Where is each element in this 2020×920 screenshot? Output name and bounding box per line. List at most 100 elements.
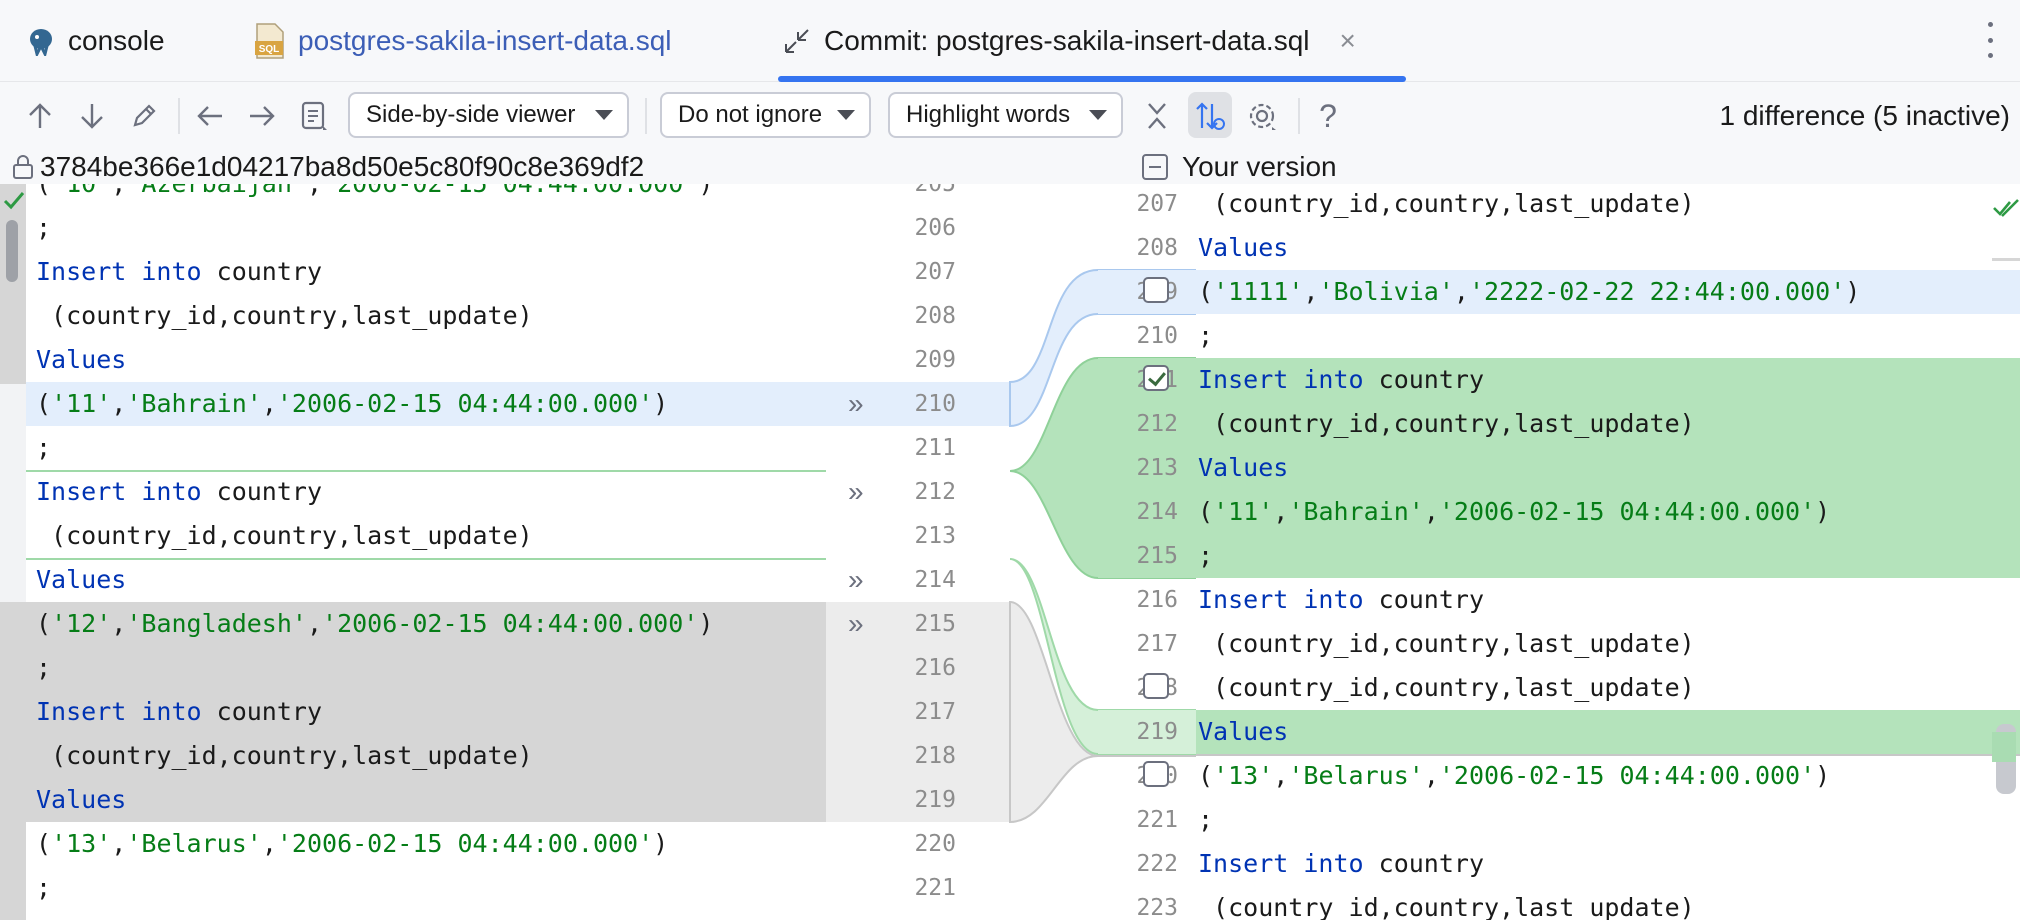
arrow-up-icon[interactable] xyxy=(20,96,60,136)
code-line: (country_id,country,last_update) xyxy=(36,301,533,330)
right-code-lines: (country_id,country,last_update) Values ('… xyxy=(1198,184,1860,920)
code-line: Values xyxy=(1198,453,1289,482)
apply-change-icon[interactable]: » xyxy=(848,564,864,595)
code-line: (country_id,country,last_update) xyxy=(1198,673,1695,702)
code-line: ('13','Belarus','2006-02-15 04:44:00.000… xyxy=(1198,761,1831,790)
line-number: 210 xyxy=(1136,323,1178,349)
right-title: Your version xyxy=(1182,151,1337,182)
sql-file-icon: SQL xyxy=(254,23,286,59)
commit-arrows-icon xyxy=(782,26,812,56)
arrow-down-icon[interactable] xyxy=(72,96,112,136)
inserted-gutter-bg-right xyxy=(1098,710,1196,754)
line-number: 222 xyxy=(1136,851,1178,877)
include-change-checkbox[interactable] xyxy=(1143,277,1169,303)
code-line: Values xyxy=(1198,233,1289,262)
line-number: 217 xyxy=(1136,631,1178,657)
code-line: Values xyxy=(1198,717,1289,746)
toolbar-separator xyxy=(178,98,180,134)
help-icon[interactable]: ? xyxy=(1319,97,1337,134)
diff-toolbar: Side-by-side viewer Do not ignore Highli… xyxy=(0,82,2020,150)
left-gutter-fill xyxy=(0,602,26,920)
gear-icon[interactable] xyxy=(1242,96,1282,136)
viewer-mode-dropdown[interactable]: Side-by-side viewer xyxy=(348,92,629,138)
postgres-elephant-icon xyxy=(26,26,56,56)
code-line: ; xyxy=(36,873,52,902)
code-line: Insert into country xyxy=(36,477,323,506)
pencil-icon[interactable] xyxy=(124,96,164,136)
more-options-icon[interactable] xyxy=(1986,22,1994,58)
ignore-mode-label: Do not ignore xyxy=(678,101,823,128)
highlight-mode-dropdown[interactable]: Highlight words xyxy=(888,92,1123,138)
inserted-block-bg xyxy=(1196,358,2020,578)
line-number: 205 xyxy=(914,184,956,197)
tab-sql-file[interactable]: SQL postgres-sakila-insert-data.sql xyxy=(254,0,672,82)
sync-scroll-icon[interactable] xyxy=(1190,96,1230,136)
code-line: (country_id,country,last_update) xyxy=(1198,893,1695,920)
apply-change-icon[interactable]: » xyxy=(848,388,864,419)
editor-tab-bar: console SQL postgres-sakila-insert-data.… xyxy=(0,0,2020,82)
line-number: 216 xyxy=(1136,587,1178,613)
left-editor[interactable]: ('10','Azerbaijan','2006-02-15 04:44:00.… xyxy=(0,184,826,920)
code-line: Insert into country xyxy=(36,257,323,286)
inactive-gutter-bg xyxy=(826,602,1010,822)
exclude-all-checkbox[interactable] xyxy=(1142,154,1168,180)
document-icon[interactable] xyxy=(294,96,334,136)
difference-count: 1 difference (5 inactive) xyxy=(1719,100,2010,131)
tab-commit[interactable]: Commit: postgres-sakila-insert-data.sql … xyxy=(782,0,1356,82)
arrow-right-icon[interactable] xyxy=(242,96,282,136)
left-revision-hash: 3784be366e1d04217ba8d50e5c80f90c8e369df2 xyxy=(40,151,645,182)
code-line: (country_id,country,last_update) xyxy=(1198,629,1695,658)
insertion-marker xyxy=(0,558,826,560)
include-change-checkbox[interactable] xyxy=(1143,673,1169,699)
close-icon[interactable]: × xyxy=(1339,25,1356,56)
inserted-gutter-bg xyxy=(1098,358,1196,578)
line-number: 207 xyxy=(1136,191,1178,217)
include-change-checkbox[interactable] xyxy=(1143,761,1169,787)
code-line: ; xyxy=(36,653,52,682)
code-line: ; xyxy=(1198,805,1214,834)
line-number: 208 xyxy=(1136,235,1178,261)
code-line: Insert into country xyxy=(1198,849,1485,878)
code-line: ('1111','Bolivia','2222-02-22 22:44:00.0… xyxy=(1198,277,1861,306)
code-line: Insert into country xyxy=(1198,585,1485,614)
arrow-left-icon[interactable] xyxy=(190,96,230,136)
ignore-whitespace-dropdown[interactable]: Do not ignore xyxy=(660,92,871,138)
code-line: ('13','Belarus','2006-02-15 04:44:00.000… xyxy=(36,829,669,858)
line-number: 223 xyxy=(1136,895,1178,920)
code-line: ('11','Bahrain','2006-02-15 04:44:00.000… xyxy=(36,389,669,418)
line-number: 215 xyxy=(1136,543,1178,569)
chevron-down-icon xyxy=(837,110,855,120)
code-line: Values xyxy=(36,785,127,814)
code-line: ; xyxy=(36,433,52,462)
chevron-down-icon xyxy=(1089,110,1107,120)
left-scrollbar-thumb[interactable] xyxy=(6,220,18,282)
line-number: 215 xyxy=(914,611,956,637)
line-number: 219 xyxy=(1136,719,1178,745)
line-number: 213 xyxy=(1136,455,1178,481)
right-editor[interactable]: (country_id,country,last_update) Values ('… xyxy=(1196,184,2020,920)
line-number: 217 xyxy=(914,699,956,725)
code-line: ; xyxy=(1198,321,1214,350)
code-line: ('10','Azerbaijan','2006-02-15 04:44:00.… xyxy=(36,184,713,206)
apply-change-icon[interactable]: » xyxy=(848,476,864,507)
apply-change-icon[interactable]: » xyxy=(848,608,864,639)
scroll-marker xyxy=(1992,732,2016,762)
line-number: 207 xyxy=(914,259,956,285)
active-tab-indicator xyxy=(778,76,1406,82)
insertion-marker xyxy=(0,470,826,472)
collapse-unchanged-icon[interactable] xyxy=(1137,96,1177,136)
include-change-checkbox[interactable] xyxy=(1143,365,1169,391)
tab-console[interactable]: console xyxy=(26,0,165,82)
toolbar-separator xyxy=(1298,98,1300,134)
tab-label: Commit: postgres-sakila-insert-data.sql xyxy=(824,25,1310,56)
check-icon xyxy=(1992,194,2020,222)
line-number: 212 xyxy=(914,479,956,505)
line-number: 209 xyxy=(914,347,956,373)
toolbar-separator xyxy=(645,98,647,134)
code-line: ('12','Bangladesh','2006-02-15 04:44:00.… xyxy=(36,609,714,638)
code-line: ; xyxy=(1198,541,1214,570)
left-gutter-fill xyxy=(0,184,26,384)
code-line: ; xyxy=(36,213,52,242)
line-number: 221 xyxy=(914,875,956,901)
